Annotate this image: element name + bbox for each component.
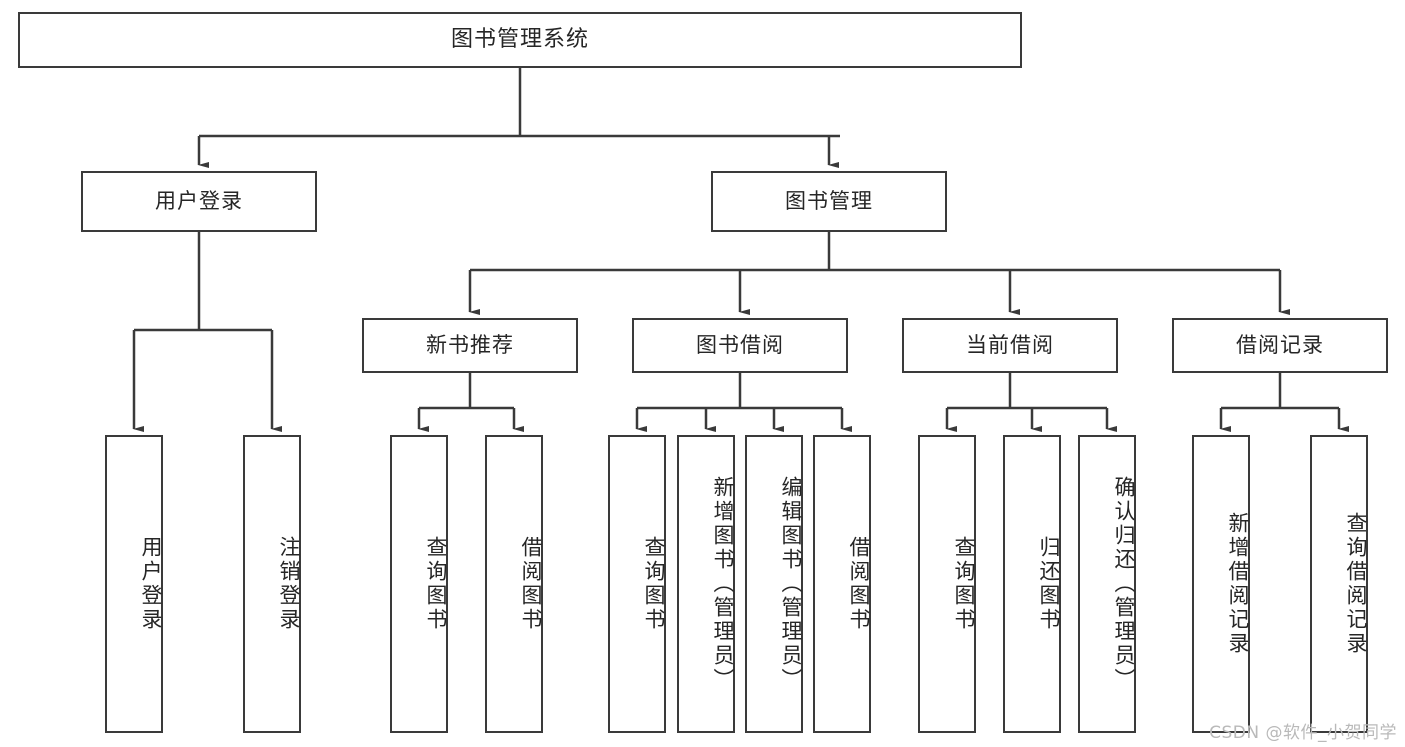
leaf-query-record[interactable]: 查询借阅记录 <box>1310 435 1368 733</box>
leaf-query-book-1[interactable]: 查询图书 <box>390 435 448 733</box>
leaf-user-login-label: 用户登录 <box>139 536 163 632</box>
leaf-user-login[interactable]: 用户登录 <box>105 435 163 733</box>
watermark: CSDN @软件_小贺同学 <box>1209 723 1397 743</box>
node-root-label: 图书管理系统 <box>450 27 589 53</box>
leaf-add-book-label: 新增图书（管理员） <box>711 476 735 692</box>
node-current-borrow-label: 当前借阅 <box>966 333 1054 358</box>
node-new-book-rec-label: 新书推荐 <box>426 333 514 358</box>
leaf-query-book-3[interactable]: 查询图书 <box>918 435 976 733</box>
node-book-manage[interactable]: 图书管理 <box>711 171 947 232</box>
leaf-edit-book-label: 编辑图书（管理员） <box>779 476 803 692</box>
leaf-confirm-return[interactable]: 确认归还（管理员） <box>1078 435 1136 733</box>
node-borrow-record-label: 借阅记录 <box>1236 333 1324 358</box>
leaf-edit-book[interactable]: 编辑图书（管理员） <box>745 435 803 733</box>
node-book-manage-label: 图书管理 <box>785 189 873 214</box>
leaf-user-logout[interactable]: 注销登录 <box>243 435 301 733</box>
leaf-query-book-3-label: 查询图书 <box>952 536 976 632</box>
node-book-borrow[interactable]: 图书借阅 <box>632 318 848 373</box>
node-user-login[interactable]: 用户登录 <box>81 171 317 232</box>
node-user-login-label: 用户登录 <box>155 189 243 214</box>
leaf-confirm-return-label: 确认归还（管理员） <box>1112 476 1136 692</box>
leaf-add-book[interactable]: 新增图书（管理员） <box>677 435 735 733</box>
node-borrow-record[interactable]: 借阅记录 <box>1172 318 1388 373</box>
node-current-borrow[interactable]: 当前借阅 <box>902 318 1118 373</box>
leaf-borrow-book-2-label: 借阅图书 <box>847 536 871 632</box>
leaf-user-logout-label: 注销登录 <box>277 536 301 632</box>
leaf-query-book-1-label: 查询图书 <box>424 536 448 632</box>
leaf-return-book[interactable]: 归还图书 <box>1003 435 1061 733</box>
leaf-query-book-2-label: 查询图书 <box>642 536 666 632</box>
leaf-borrow-book-1[interactable]: 借阅图书 <box>485 435 543 733</box>
leaf-query-record-label: 查询借阅记录 <box>1344 512 1368 656</box>
leaf-borrow-book-2[interactable]: 借阅图书 <box>813 435 871 733</box>
leaf-borrow-book-1-label: 借阅图书 <box>519 536 543 632</box>
leaf-return-book-label: 归还图书 <box>1037 536 1061 632</box>
leaf-query-book-2[interactable]: 查询图书 <box>608 435 666 733</box>
leaf-add-record-label: 新增借阅记录 <box>1226 512 1250 656</box>
leaf-add-record[interactable]: 新增借阅记录 <box>1192 435 1250 733</box>
node-root[interactable]: 图书管理系统 <box>18 12 1022 68</box>
node-new-book-rec[interactable]: 新书推荐 <box>362 318 578 373</box>
node-book-borrow-label: 图书借阅 <box>696 333 784 358</box>
